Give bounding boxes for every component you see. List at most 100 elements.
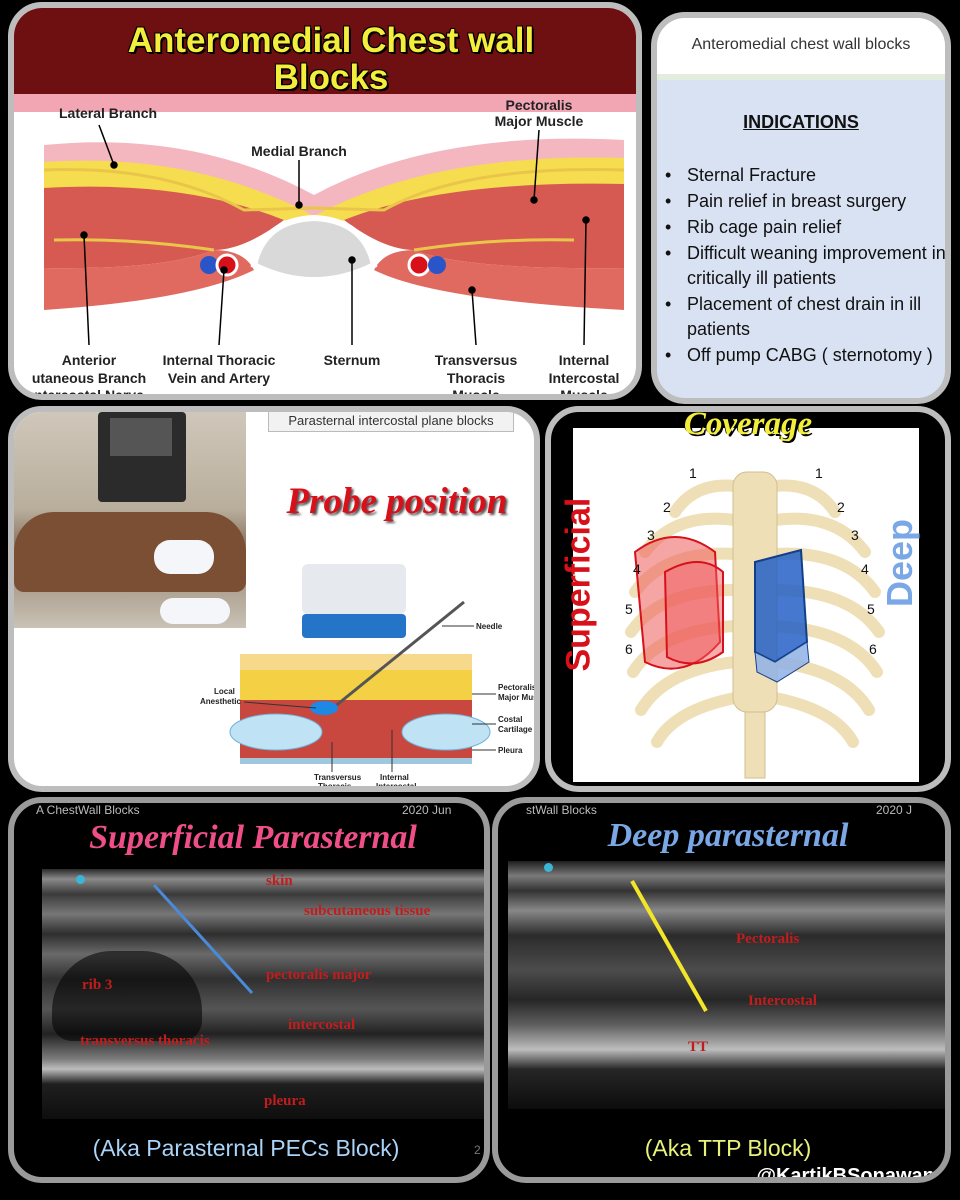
author-handle: @KartikBSonawane: [756, 1165, 946, 1183]
indications-panel: Anteromedial chest wall blocks INDICATIO…: [651, 12, 951, 404]
label-ic-2: Intercostal: [549, 370, 620, 386]
rib-number-right: 4: [861, 561, 869, 577]
coverage-title: Coverage: [683, 406, 813, 442]
rib-number-right: 3: [851, 527, 859, 543]
probe-header-tab: Parasternal intercostal plane blocks: [268, 412, 514, 432]
anatomy-panel: Anteromedial Chest wall Blocks: [8, 2, 642, 400]
deep-us-overlay: Pectoralis Intercostal TT: [630, 880, 817, 1055]
label-ic-1: Internal: [559, 352, 610, 368]
rib-number-right: 5: [867, 601, 875, 617]
rib-number-left: 1: [689, 465, 697, 481]
indications-header-text: Anteromedial chest wall blocks: [691, 36, 911, 53]
label-ic-1: Internal: [380, 773, 409, 782]
rib-number-left: 3: [647, 527, 655, 543]
label-pm-2: Major Musc: [498, 693, 540, 702]
indication-item: •Placement of chest drain in ill patient…: [665, 294, 922, 339]
indication-item: •Off pump CABG ( sternotomy ): [665, 345, 933, 365]
label-pectoralis-major: pectoralis major: [266, 967, 372, 983]
ultrasound-screen: [110, 418, 172, 456]
label-tt: TT: [688, 1039, 708, 1055]
label-pectoralis-1: Pectoralis: [506, 100, 573, 113]
label-intercostal: intercostal: [288, 1017, 355, 1033]
chest-cross-section-diagram: Lateral Branch Pectoralis Major Muscle M…: [32, 100, 625, 400]
label-local-1: Local: [214, 687, 235, 696]
rib-number-left: 5: [625, 601, 633, 617]
us-watermark-left: A ChestWall Blocks: [36, 803, 140, 817]
label-tt-1: Transversus: [314, 773, 362, 782]
label-cc-1: Costal: [498, 715, 522, 724]
page-title-line2: Blocks: [273, 58, 389, 97]
label-ic-3: Muscle: [560, 387, 608, 400]
indications-list: •Sternal Fracture •Pain relief in breast…: [665, 163, 946, 368]
label-sternum: Sternum: [324, 352, 381, 368]
label-intercostal: Intercostal: [748, 993, 817, 1009]
title-banner: [14, 8, 636, 102]
indications-header: Anteromedial chest wall blocks: [657, 18, 945, 80]
superficial-us-overlay: skin subcutaneous tissue rib 3 pectorali…: [80, 873, 431, 1109]
corner-digit: 2: [474, 1143, 481, 1157]
superficial-us-image: [42, 869, 484, 1119]
page-title-line1: Anteromedial Chest wall: [127, 21, 535, 60]
label-local-2: Anesthetic: [200, 697, 241, 706]
rib-number-right: 1: [815, 465, 823, 481]
label-lateral-branch: Lateral Branch: [59, 105, 157, 121]
indication-item: •Difficult weaning improvement in critic…: [665, 243, 946, 288]
label-medial-branch: Medial Branch: [251, 143, 347, 159]
deep-us-image: [508, 861, 945, 1109]
label-pectoralis-2: Major Muscle: [495, 113, 584, 129]
label-tt-1: Transversus: [435, 352, 518, 368]
probe-position-panel: Parasternal intercostal plane blocks Pro…: [8, 406, 540, 792]
us-watermark-left: stWall Blocks: [526, 803, 597, 817]
indication-item: •Rib cage pain relief: [665, 217, 842, 237]
label-rib3: rib 3: [82, 977, 112, 993]
label-pleura: Pleura: [498, 746, 523, 755]
superficial-label: Superficial: [559, 497, 598, 672]
label-tt-2: Thoracis: [318, 782, 352, 791]
indications-title: INDICATIONS: [743, 112, 859, 132]
label-anterior-2: utaneous Branch: [32, 370, 146, 386]
ultrasound-photo: [14, 412, 246, 628]
label-subcutaneous: subcutaneous tissue: [304, 903, 431, 919]
rib-number-left: 6: [625, 641, 633, 657]
label-pleura: pleura: [264, 1093, 306, 1109]
indication-item: •Sternal Fracture: [665, 165, 817, 185]
page-title: Anteromedial Chest wall Blocks: [14, 21, 636, 97]
orientation-dot: [76, 875, 85, 884]
gloved-hand: [154, 540, 214, 574]
deep-title: Deep parasternal: [607, 817, 849, 854]
label-cc-2: Cartilage: [498, 725, 533, 734]
probe-header-text: Parasternal intercostal plane blocks: [288, 413, 494, 428]
superficial-caption: (Aka Parasternal PECs Block): [92, 1135, 400, 1161]
rib-number-left: 4: [633, 561, 641, 577]
label-pectoralis: Pectoralis: [736, 931, 799, 947]
label-itva-1: Internal Thoracic: [163, 352, 276, 368]
probe-diagram: Needle Local Anesthetic Pectoralis Major…: [200, 564, 540, 791]
label-ic-2: Intercostal: [376, 782, 416, 791]
gloved-hand-2: [160, 598, 230, 624]
orientation-dot: [544, 863, 553, 872]
superficial-title: Superficial Parasternal: [89, 819, 417, 856]
label-skin: skin: [266, 873, 293, 889]
superficial-us-panel: A ChestWall Blocks 2020 Jun Superficial …: [8, 797, 490, 1183]
deep-us-panel: stWall Blocks 2020 J Deep parasternal Pe…: [492, 797, 951, 1183]
coverage-panel: Coverage Superficial Deep 1 2 3 4 5 6: [545, 406, 951, 792]
label-tt-2: Thoracis: [447, 370, 506, 386]
us-watermark-right: 2020 Jun: [402, 803, 452, 817]
title-band-pink: [14, 94, 636, 112]
label-anterior-3: ntercostal Nerve: [34, 387, 144, 400]
probe-title: Probe position: [286, 481, 508, 522]
label-tt-3: Muscle: [452, 387, 500, 400]
rib-number-left: 2: [663, 499, 671, 515]
label-needle: Needle: [476, 622, 503, 631]
indication-item: •Pain relief in breast surgery: [665, 191, 907, 211]
rib-number-right: 2: [837, 499, 845, 515]
ribcage-diagram: 1 2 3 4 5 6 1 2 3 4 5 6: [625, 465, 885, 779]
label-pm-1: Pectoralis: [498, 683, 537, 692]
deep-caption: (Aka TTP Block): [644, 1135, 812, 1161]
label-itva-2: Vein and Artery: [168, 370, 270, 386]
rib-shadow: [52, 951, 202, 1041]
label-transversus-thoracis: transversus thoracis: [80, 1033, 210, 1049]
label-anterior-1: Anterior: [62, 352, 117, 368]
rib-number-right: 6: [869, 641, 877, 657]
us-watermark-right: 2020 J: [876, 803, 913, 817]
